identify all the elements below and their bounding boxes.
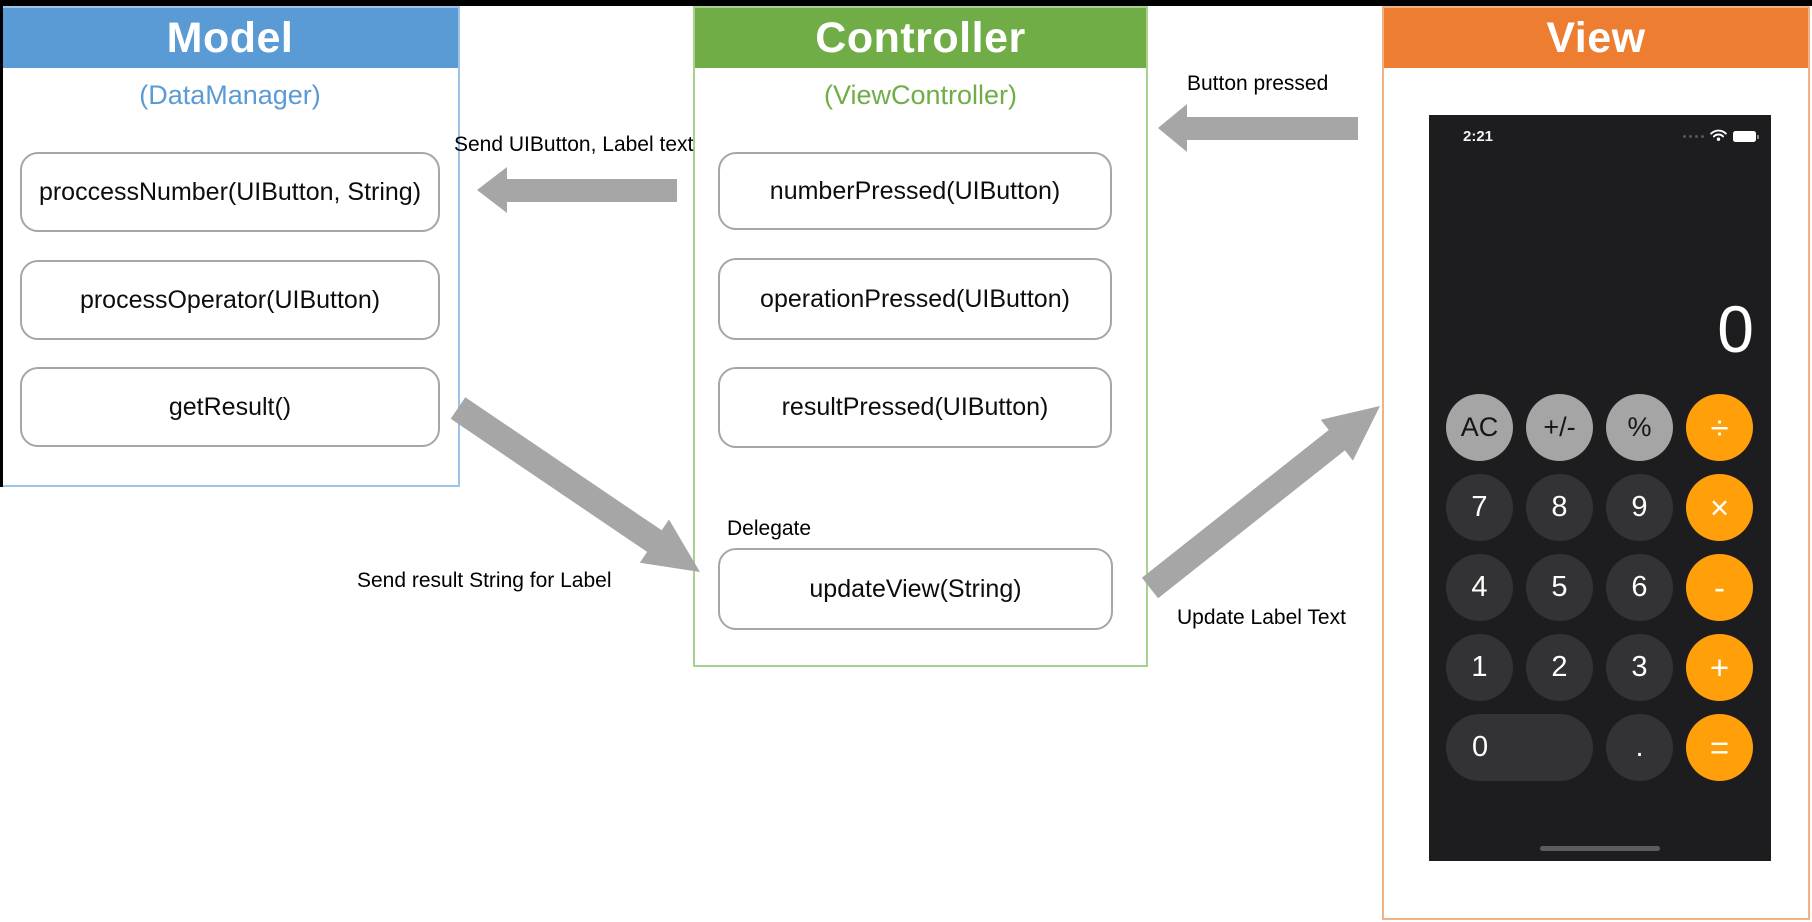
button-pressed-label: Button pressed bbox=[1187, 72, 1329, 95]
image-edge-left bbox=[0, 0, 3, 487]
calc-key-0[interactable]: 0 bbox=[1446, 714, 1593, 781]
calc-key-7[interactable]: 7 bbox=[1446, 474, 1513, 541]
model-panel-subtitle: (DataManager) bbox=[139, 80, 321, 110]
view-panel-title: View bbox=[1384, 8, 1808, 68]
calc-key-multiply[interactable]: × bbox=[1686, 474, 1753, 541]
calc-key-4[interactable]: 4 bbox=[1446, 554, 1513, 621]
calc-key-5[interactable]: 5 bbox=[1526, 554, 1593, 621]
delegate-label: Delegate bbox=[727, 517, 812, 540]
model-method-getResult: getResult() bbox=[20, 367, 440, 447]
image-edge-top bbox=[0, 0, 1812, 6]
controller-method-updateView: updateView(String) bbox=[718, 548, 1113, 630]
calc-key-9[interactable]: 9 bbox=[1606, 474, 1673, 541]
calc-key-decimal[interactable]: . bbox=[1606, 714, 1673, 781]
send-uibutton-label: Send UIButton, Label text bbox=[454, 133, 694, 156]
home-indicator[interactable] bbox=[1540, 846, 1660, 851]
battery-icon bbox=[1733, 131, 1759, 142]
calc-key-subtract[interactable]: - bbox=[1686, 554, 1753, 621]
iphone-screenshot: 2:21 0 AC +/- % ÷ 7 8 9 bbox=[1429, 115, 1771, 861]
arrow-send-uibutton bbox=[477, 167, 677, 213]
calc-key-6[interactable]: 6 bbox=[1606, 554, 1673, 621]
status-bar-icons bbox=[1683, 128, 1759, 146]
calc-key-8[interactable]: 8 bbox=[1526, 474, 1593, 541]
calc-key-add[interactable]: + bbox=[1686, 634, 1753, 701]
calculator-keypad: AC +/- % ÷ 7 8 9 × 4 5 6 - 1 2 3 + bbox=[1446, 394, 1753, 781]
model-method-proccessNumber: proccessNumber(UIButton, String) bbox=[20, 152, 440, 232]
calc-key-1[interactable]: 1 bbox=[1446, 634, 1513, 701]
calc-key-2[interactable]: 2 bbox=[1526, 634, 1593, 701]
controller-method-resultPressed: resultPressed(UIButton) bbox=[718, 367, 1112, 448]
calc-key-percent[interactable]: % bbox=[1606, 394, 1673, 461]
calc-key-3[interactable]: 3 bbox=[1606, 634, 1673, 701]
cellular-signal-icon bbox=[1683, 135, 1704, 138]
controller-method-operationPressed: operationPressed(UIButton) bbox=[718, 258, 1112, 340]
controller-panel-title: Controller bbox=[695, 8, 1146, 68]
controller-panel-subtitle: (ViewController) bbox=[823, 80, 1018, 110]
calculator-display: 0 bbox=[1717, 292, 1754, 366]
model-method-processOperator: processOperator(UIButton) bbox=[20, 260, 440, 340]
calc-key-plus-minus[interactable]: +/- bbox=[1526, 394, 1593, 461]
status-bar-time: 2:21 bbox=[1463, 128, 1494, 145]
calc-key-divide[interactable]: ÷ bbox=[1686, 394, 1753, 461]
arrow-send-result bbox=[450, 397, 700, 572]
controller-method-numberPressed: numberPressed(UIButton) bbox=[718, 152, 1112, 230]
send-result-label: Send result String for Label bbox=[357, 569, 612, 592]
arrow-button-pressed bbox=[1158, 104, 1358, 152]
wifi-icon bbox=[1710, 128, 1727, 146]
model-panel-title: Model bbox=[2, 8, 458, 68]
calc-key-ac[interactable]: AC bbox=[1446, 394, 1513, 461]
update-label-label: Update Label Text bbox=[1177, 606, 1346, 629]
calc-key-equals[interactable]: = bbox=[1686, 714, 1753, 781]
arrow-update-label bbox=[1141, 406, 1380, 599]
